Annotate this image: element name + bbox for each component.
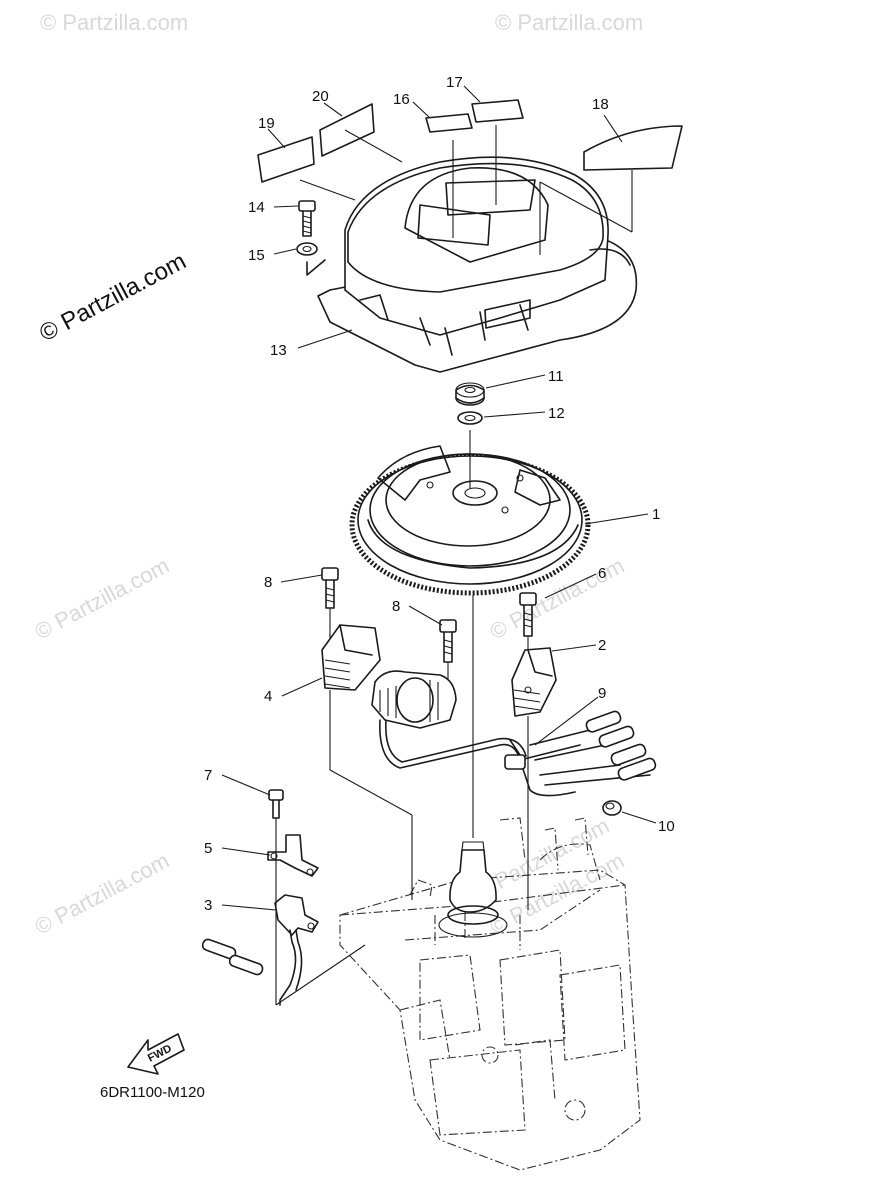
callout-7: 7: [204, 767, 212, 784]
callout-9: 9: [598, 685, 606, 702]
callout-leaders: [221, 85, 657, 911]
screw-part-7: [268, 789, 284, 840]
callout-5: 5: [204, 840, 212, 857]
callout-15: 15: [248, 247, 265, 264]
nut-part-11: [455, 382, 485, 406]
flywheel-cover-part-13: [317, 156, 638, 373]
callout-8-middle: 8: [392, 598, 400, 615]
washer-part-15: [296, 242, 326, 276]
bolt-part-8-left: [321, 567, 339, 640]
grommet-part-10: [602, 800, 622, 816]
callout-17: 17: [446, 74, 463, 91]
sensor-part-3: [201, 894, 319, 1006]
diagram-code: 6DR1100-M120: [100, 1084, 205, 1101]
decal-part-18: [583, 125, 683, 171]
washer-part-12: [457, 411, 483, 425]
callout-10: 10: [658, 818, 675, 835]
watermark-low-left: © Partzilla.com: [31, 848, 174, 940]
bolt-part-14: [298, 200, 316, 237]
decal-part-19: [257, 136, 315, 183]
callout-16: 16: [393, 91, 410, 108]
callout-8-left: 8: [264, 574, 272, 591]
wiring-harness: [379, 719, 651, 797]
callout-2: 2: [598, 637, 606, 654]
callout-1: 1: [652, 506, 660, 523]
callout-labels: 1 2 3 4 5 6 7 8 8 9 10 11 12 13 14 15 16…: [204, 74, 675, 914]
watermark-main: © Partzilla.com: [35, 248, 190, 348]
flywheel-part-1: [349, 445, 591, 596]
alignment-lines: [275, 690, 529, 1006]
watermark-top-left: © Partzilla.com: [40, 10, 188, 35]
charge-coil-part-4: [321, 624, 457, 729]
crankshaft-stub: [438, 841, 508, 938]
callout-20: 20: [312, 88, 329, 105]
connectors-part-9: [504, 710, 657, 781]
callout-3: 3: [204, 897, 212, 914]
callout-6: 6: [598, 565, 606, 582]
watermark-top-right: © Partzilla.com: [495, 10, 643, 35]
decal-part-16: [425, 113, 473, 133]
callout-19: 19: [258, 115, 275, 132]
decal-part-17: [471, 99, 524, 123]
engine-block-phantom: [339, 817, 641, 1171]
callout-18: 18: [592, 96, 609, 113]
callout-13: 13: [270, 342, 287, 359]
callout-4: 4: [264, 688, 272, 705]
callout-11: 11: [548, 368, 564, 385]
decal-part-20: [319, 103, 375, 157]
cover-leader-lines: [299, 125, 633, 255]
callout-14: 14: [248, 199, 265, 216]
callout-12: 12: [548, 405, 565, 422]
pulser-coil-part-2: [511, 647, 557, 717]
fwd-arrow-icon: FWD: [127, 1033, 185, 1075]
watermark-mid-left: © Partzilla.com: [31, 553, 174, 645]
